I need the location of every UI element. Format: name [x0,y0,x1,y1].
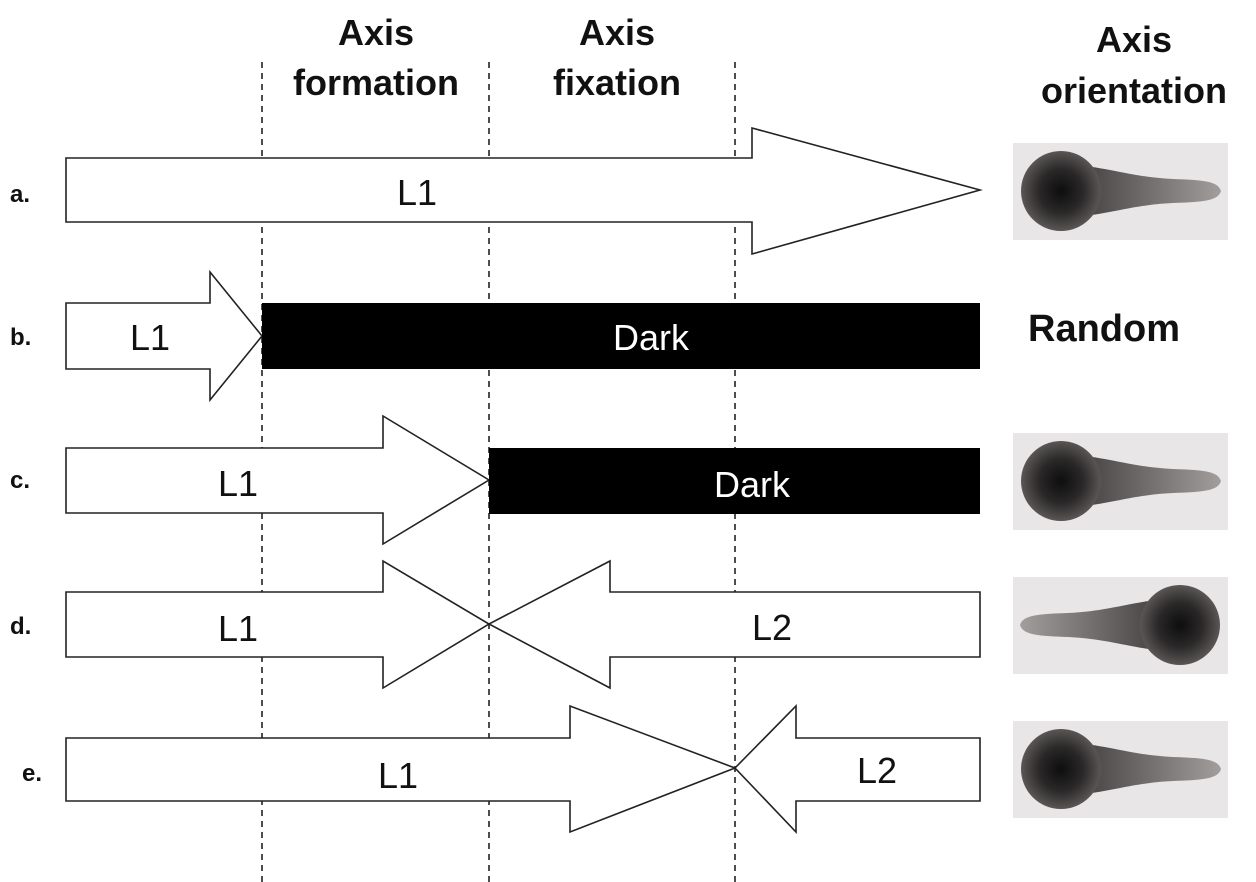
l1-label: L1 [218,608,258,649]
l1-arrow [65,126,984,256]
l2-arrow [487,559,981,690]
l2-label: L2 [752,607,792,648]
row-c: c. L1 Dark [10,414,1228,546]
row-a: a. L1 [10,126,1228,256]
row-label: b. [10,324,31,351]
l1-arrow [65,559,491,690]
l1-label: L1 [397,172,437,213]
l1-label: L1 [218,463,258,504]
l1-label: L1 [378,755,418,796]
row-label: e. [22,760,42,787]
l1-arrow [65,269,264,403]
random-outcome: Random [1028,308,1180,350]
header-orientation-line1: Axis [1096,19,1172,60]
header-fixation-line1: Axis [579,12,655,53]
row-e: e. L1 L2 [22,704,1228,834]
header-orientation-line2: orientation [1041,70,1227,111]
row-label: a. [10,181,30,208]
row-d: d. L1 L2 [10,559,1228,690]
header-formation-line2: formation [293,62,459,103]
header-axis-formation: Axis formation [293,12,459,103]
l2-arrow [733,704,981,834]
dark-label: Dark [613,317,690,358]
l2-label: L2 [857,750,897,791]
dark-bar [262,303,980,369]
row-label: c. [10,467,30,494]
l1-arrow [65,704,738,834]
header-fixation-line2: fixation [553,62,681,103]
embryo-image [1013,433,1228,530]
embryo-image [1013,577,1228,674]
embryo-image [1013,143,1228,240]
dark-bar [489,448,980,514]
l1-arrow [65,414,491,546]
header-axis-fixation: Axis fixation [553,12,681,103]
l1-label: L1 [130,317,170,358]
row-label: d. [10,613,31,640]
embryo-image [1013,721,1228,818]
row-b: b. L1 Dark Random [10,269,1180,403]
header-formation-line1: Axis [338,12,414,53]
header-axis-orientation: Axis orientation [1041,19,1227,111]
dark-label: Dark [714,464,791,505]
